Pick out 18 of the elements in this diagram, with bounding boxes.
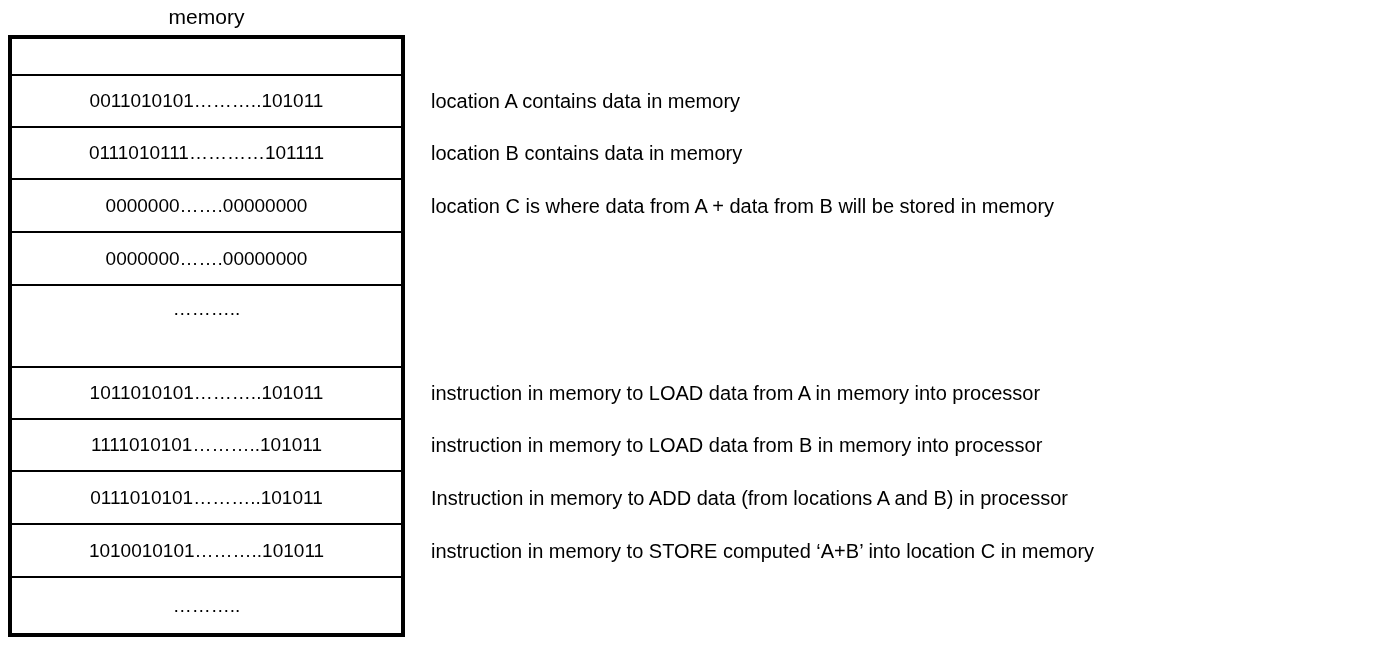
- binary-value: 0111010111…………101111: [88, 142, 325, 164]
- binary-value: 0011010101………..101011: [89, 90, 324, 112]
- binary-value: 0000000…….00000000: [105, 194, 308, 217]
- memory-title: memory: [167, 5, 246, 29]
- binary-value: ………..: [172, 594, 241, 617]
- binary-value: 1011010101………..101011: [89, 382, 324, 404]
- binary-value: 0000000…….00000000: [105, 247, 308, 270]
- cell-description: instruction in memory to LOAD data from A in memory into processor: [431, 381, 1041, 405]
- cell-description: instruction in memory to LOAD data from B in memory into processor: [431, 433, 1043, 457]
- cell-description: instruction in memory to STORE computed ‘A+B’ into location C in memory: [431, 539, 1095, 562]
- binary-value: 0111010101………..101011: [90, 486, 323, 509]
- binary-value: 1111010101………..101011: [91, 434, 322, 456]
- cell-description: Instruction in memory to ADD data (from locations A and B) in processor: [431, 486, 1068, 509]
- cell-description: location A contains data in memory: [431, 89, 741, 113]
- binary-value: ………..: [172, 298, 241, 320]
- binary-value: 1010010101………..101011: [88, 539, 325, 562]
- cell-description: location B contains data in memory: [431, 141, 743, 165]
- cell-description: location C is where data from A + data from B will be stored in memory: [431, 194, 1055, 217]
